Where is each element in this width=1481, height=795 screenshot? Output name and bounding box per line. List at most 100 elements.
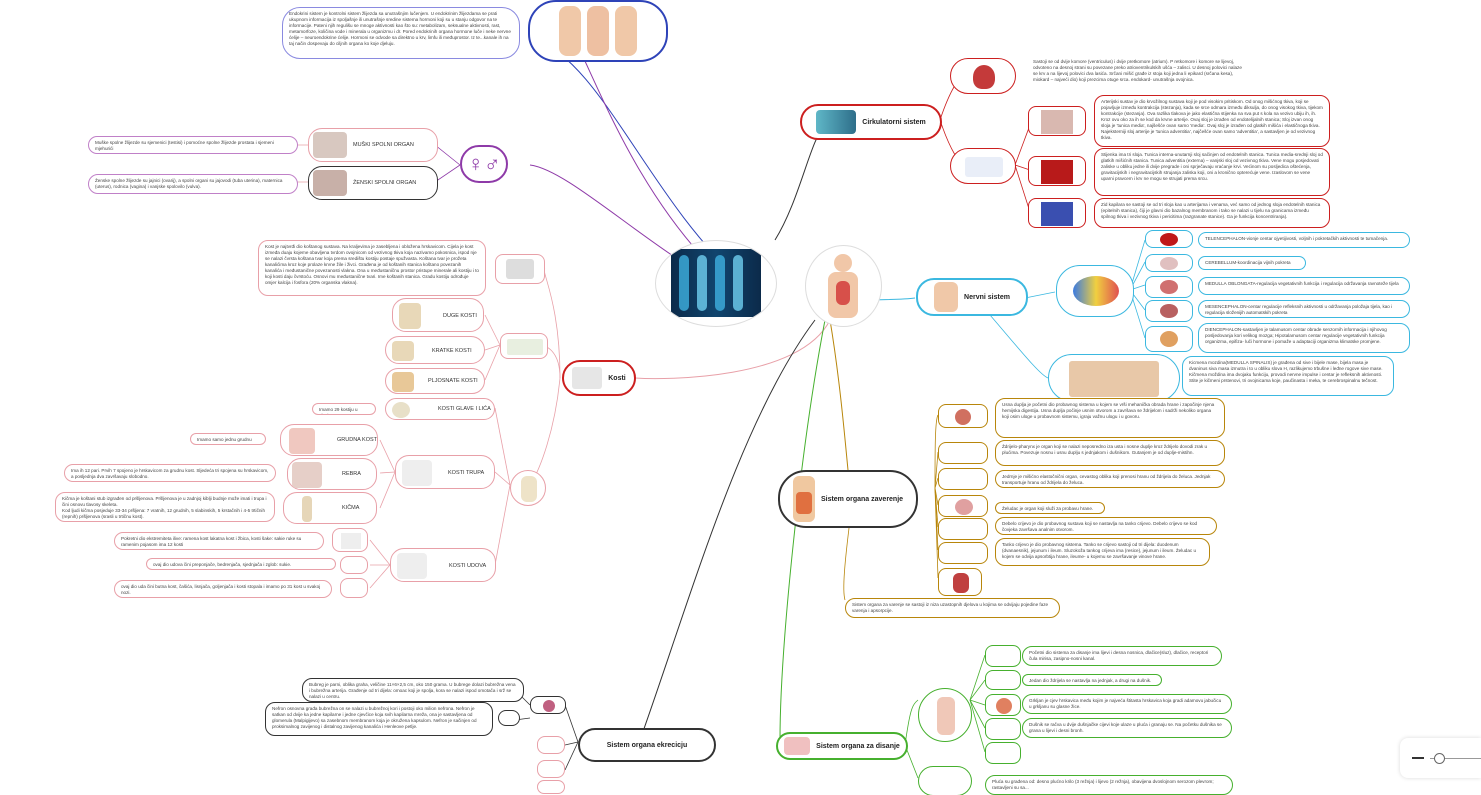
- medulla-image[interactable]: [1145, 276, 1193, 298]
- esophagus-text: Jedrnje je mišićno elastočnični organ, c…: [995, 470, 1225, 488]
- trunk-bones-image[interactable]: [510, 470, 546, 506]
- excretory-topic[interactable]: Sistem organa ekrecicju: [578, 728, 716, 762]
- larynx-image[interactable]: [985, 694, 1021, 716]
- ribs-node[interactable]: REBRA: [287, 458, 377, 490]
- kidney-text: Bubreg je parni, oblika graha, veličine …: [302, 678, 524, 702]
- circulatory-topic-label: Cirkulatorni sistem: [862, 118, 926, 126]
- bladder-image[interactable]: [537, 736, 565, 754]
- large-intestine-image[interactable]: [938, 518, 988, 540]
- sternum-label: GRUDNA KOST: [337, 437, 378, 443]
- long-bones-label: DUGE KOSTI: [443, 313, 477, 319]
- respiratory-tract-image[interactable]: [918, 688, 972, 742]
- pharynx-resp-image[interactable]: [985, 670, 1021, 690]
- pharynx-image[interactable]: [938, 442, 988, 464]
- esophagus-image[interactable]: [938, 468, 988, 490]
- bronchi-image[interactable]: [985, 742, 1021, 764]
- colon-image[interactable]: [938, 568, 982, 596]
- bone-types-image[interactable]: [500, 333, 548, 359]
- long-bones-node[interactable]: DUGE KOSTI: [392, 298, 484, 332]
- zoom-control[interactable]: [1400, 738, 1481, 778]
- cerebellum-text: CEREBELLUM-koordinacija vijnih pokreta: [1198, 256, 1306, 270]
- male-organ-label: MUŠKI SPOLNI ORGAN: [353, 142, 414, 148]
- gender-symbol-icon: ♀♂: [467, 151, 501, 176]
- capillaries-image[interactable]: [1028, 198, 1086, 228]
- trachea-text: Dušnik se račva u dvije dušnjačke cijevi…: [1022, 718, 1232, 738]
- pelvis-bones-text: ovaj dio udova čini preponjače, bedrenja…: [146, 558, 336, 570]
- reproductive-topic[interactable]: ♀♂: [460, 145, 508, 183]
- lungs-image[interactable]: [918, 766, 972, 795]
- heart-image[interactable]: [950, 58, 1016, 94]
- brain-image[interactable]: [1056, 265, 1134, 317]
- nose-image[interactable]: [985, 645, 1021, 667]
- short-bones-label: KRATKE KOSTI: [432, 348, 472, 354]
- skull-bones-text: Imamo 29 kostiju u glavi.: [312, 403, 376, 415]
- large-intestine-text: Debelo crijevo je dio probavnog sustava …: [995, 517, 1217, 535]
- nervous-topic[interactable]: Nervni sistem: [916, 278, 1028, 316]
- spine-node[interactable]: KIČMA: [283, 492, 377, 524]
- small-intestine-text: Tanko crijevo je dio probavnog sistema. …: [995, 538, 1210, 566]
- female-organ-text: Ženske spolne žlijezde su jajnici (ovari…: [88, 174, 298, 194]
- veins-text: Stijenka ima tri sloja. Tunica interna-u…: [1094, 148, 1330, 196]
- skull-bones-node[interactable]: KOSTI GLAVE I LIĆA: [385, 398, 495, 420]
- limb-bones-label: KOSTI UDOVA: [449, 563, 487, 569]
- nephron-text: Nefron osnovna građa bubrežna on se nala…: [265, 702, 493, 736]
- spinal-cord-image[interactable]: [1048, 354, 1180, 402]
- leg-bones-text: ovaj dio uda čini butna kost, čašića, li…: [114, 580, 332, 598]
- telencephalon-image[interactable]: [1145, 230, 1193, 248]
- mesencephalon-image[interactable]: [1145, 300, 1193, 322]
- nephron-image[interactable]: [498, 710, 520, 726]
- respiratory-topic[interactable]: Sistem organa za disanje: [776, 732, 908, 760]
- digestive-topic-label: Sistem organa zaverenje: [820, 495, 904, 503]
- small-intestine-image[interactable]: [938, 542, 988, 564]
- kidney-image[interactable]: [530, 696, 566, 714]
- arteries-text: Arterijski sustav je dio krvožilnog sust…: [1094, 95, 1330, 147]
- zoom-slider-track[interactable]: [1430, 758, 1481, 759]
- ureter-image[interactable]: [537, 780, 565, 794]
- female-organ-node[interactable]: ŽENSKI SPOLNI ORGAN: [308, 166, 438, 200]
- male-organ-node[interactable]: MUŠKI SPOLNI ORGAN: [308, 128, 438, 162]
- excretory-topic-label: Sistem organa ekrecicju: [606, 741, 688, 749]
- blood-vessels-image[interactable]: [950, 148, 1016, 184]
- cerebellum-image[interactable]: [1145, 254, 1193, 272]
- urethra-image[interactable]: [537, 760, 565, 778]
- trachea-image[interactable]: [985, 718, 1021, 740]
- flat-bones-label: PLJOSNATE KOSTI: [428, 378, 478, 384]
- arteries-image[interactable]: [1028, 106, 1086, 136]
- heart-text: Sastoji se od dvije komore (ventriculus)…: [1026, 55, 1250, 91]
- short-bones-node[interactable]: KRATKE KOSTI: [385, 336, 485, 364]
- bones-topic[interactable]: Kosti: [562, 360, 636, 396]
- mouth-text: Usna duplja je početni dio probavnog sis…: [995, 398, 1225, 438]
- mouth-image[interactable]: [938, 404, 988, 428]
- sternum-text: Imamo samo jednu grudnu ost: [190, 433, 266, 445]
- center-anatomy-image[interactable]: [655, 240, 777, 327]
- digestive-summary-text: Sistem organa za varenje se sastoji iz n…: [845, 598, 1060, 618]
- pelvis-bones-image[interactable]: [340, 556, 368, 574]
- spine-label: KIČMA: [342, 505, 360, 511]
- bones-intro-image[interactable]: [495, 254, 545, 284]
- zoom-slider-handle[interactable]: [1434, 753, 1445, 764]
- center-body-image[interactable]: [805, 245, 882, 327]
- zoom-out-icon[interactable]: [1412, 757, 1424, 759]
- pharynx-resp-text: Jedan dio ždrijela se nastavlja na jednj…: [1022, 674, 1162, 686]
- pharynx-text: Ždrijelo-pharynx je organ koji se nalazi…: [995, 440, 1225, 466]
- veins-image[interactable]: [1028, 156, 1086, 186]
- arm-bones-image[interactable]: [332, 528, 368, 552]
- trunk-bones-node[interactable]: KOSTI TRUPA: [395, 455, 495, 489]
- diencephalon-image[interactable]: [1145, 326, 1193, 352]
- trunk-bones-label: KOSTI TRUPA: [448, 470, 485, 476]
- spine-text: Kičma je koštani stub izgrađen od pršlje…: [55, 492, 275, 522]
- leg-bones-image[interactable]: [340, 578, 368, 598]
- circulatory-topic[interactable]: Cirkulatorni sistem: [800, 104, 942, 140]
- limb-bones-node[interactable]: KOSTI UDOVA: [390, 548, 496, 582]
- endocrine-image-topic[interactable]: [528, 0, 668, 62]
- diencephalon-text: DIENCEPHALON-sastavljen je talamusom cen…: [1198, 323, 1410, 353]
- sternum-node[interactable]: GRUDNA KOST: [280, 424, 378, 456]
- digestive-topic[interactable]: Sistem organa zaverenje: [778, 470, 918, 528]
- ribs-text: Ima ih 12 pari. Prvih 7 spojeno je hrska…: [64, 464, 276, 482]
- nose-text: Početni dio sistema za disanje ima lijev…: [1022, 646, 1222, 666]
- stomach-image[interactable]: [938, 495, 988, 517]
- medulla-text: MEDULLA OBLONGATA-regulacija vegetativni…: [1198, 277, 1410, 295]
- capillaries-text: Zid kapilara se sastoji se od tri sloja …: [1094, 198, 1330, 228]
- flat-bones-node[interactable]: PLJOSNATE KOSTI: [385, 368, 485, 394]
